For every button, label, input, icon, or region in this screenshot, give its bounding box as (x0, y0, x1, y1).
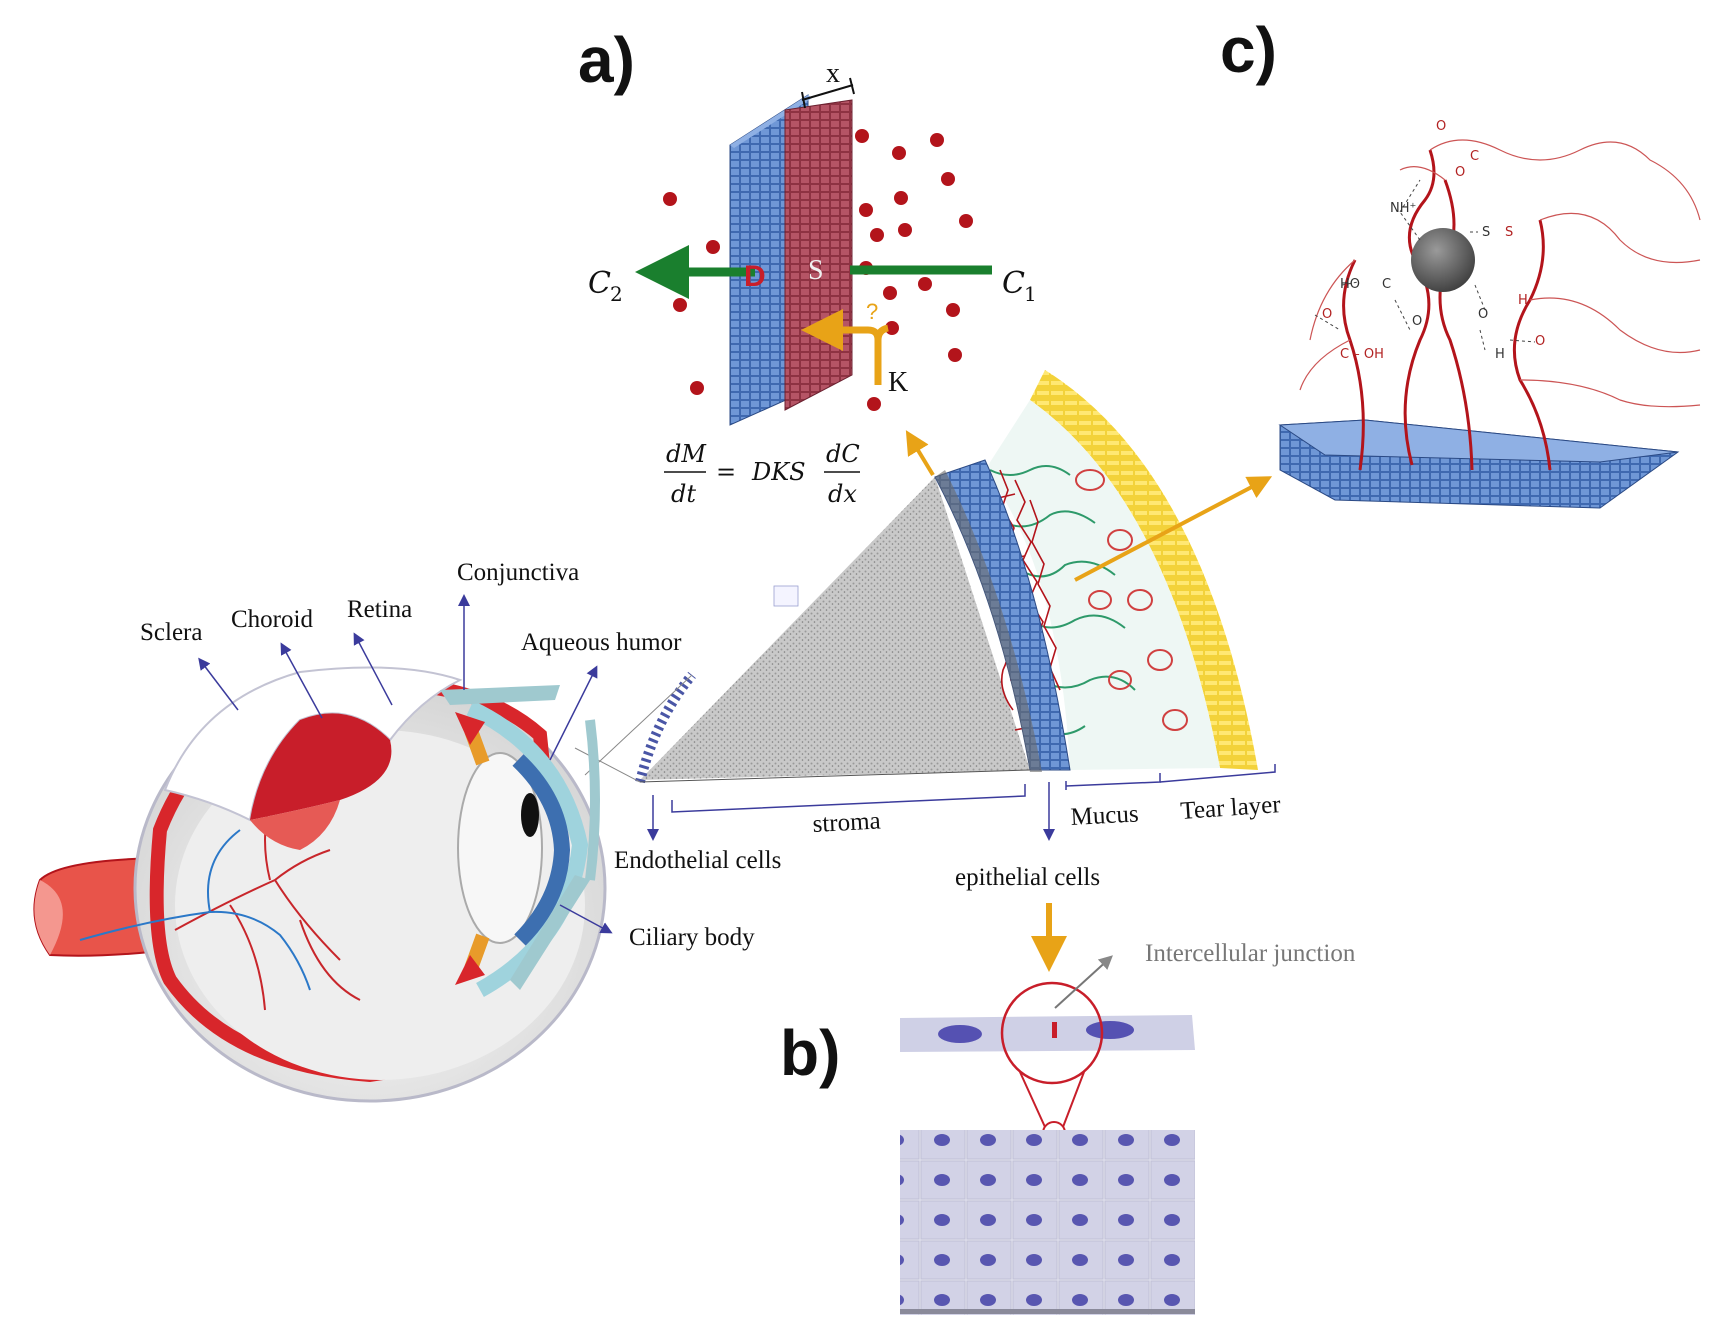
question-mark: ? (866, 299, 878, 324)
label-conjunctiva: Conjunctiva (457, 559, 579, 586)
eye-illustration (33, 666, 607, 1103)
label-sclera: Sclera (140, 619, 202, 646)
label-tear-layer: Tear layer (1180, 791, 1283, 825)
label-aqueous-humor: Aqueous humor (521, 629, 682, 656)
label-mucus: Mucus (1070, 800, 1139, 831)
label-ciliary-body: Ciliary body (629, 924, 755, 951)
svg-text:C: C (1002, 266, 1025, 301)
membrane-diagram: x D S ? K C 2 C 1 dM dt = DKS dC dx (588, 58, 1037, 508)
svg-text:2: 2 (610, 282, 623, 306)
chem-o-left: O (1322, 307, 1332, 322)
svg-text:=: = (716, 458, 736, 486)
chem-o-mid: O (1412, 314, 1422, 329)
panel-c-label: c) (1220, 14, 1277, 86)
cornea-brackets (671, 764, 1276, 813)
svg-text:1: 1 (1024, 282, 1037, 306)
chem-s1: S (1482, 225, 1490, 240)
svg-text:DKS: DKS (751, 458, 806, 486)
label-stroma: stroma (812, 807, 881, 838)
svg-text:dM: dM (666, 440, 707, 468)
label-intercellular-junction: Intercellular junction (1145, 940, 1356, 967)
stroma-region (640, 477, 1030, 780)
chem-o-r1: O (1478, 307, 1488, 322)
cornea-cross-section (574, 370, 1273, 784)
concentration-c2: C 2 (588, 266, 623, 306)
epithelial-cell-sheet (900, 1130, 1195, 1315)
chem-h1: H (1518, 293, 1528, 308)
label-choroid: Choroid (231, 606, 313, 633)
thickness-label: x (826, 58, 840, 89)
chem-s2: S (1505, 225, 1513, 240)
partition-coefficient-label: K (888, 367, 908, 398)
label-epithelial-cells: epithelial cells (955, 864, 1100, 891)
eye-label-arrows (198, 594, 1055, 934)
label-endothelial-cells: Endothelial cells (614, 847, 781, 874)
diffusion-coefficient-label: D (744, 260, 766, 293)
chem-c-top: C (1470, 149, 1479, 164)
epithelium-diagram (900, 903, 1195, 1315)
junction-zoom-circle (1000, 981, 1104, 1085)
chem-c-mid: C (1382, 277, 1391, 292)
nanoparticle-interaction: O C O NH⁺ S S HO C O O C – OH H O H O (1278, 119, 1701, 509)
chem-o-top2: O (1455, 165, 1465, 180)
svg-text:dC: dC (826, 440, 860, 468)
chem-nh: NH⁺ (1390, 201, 1416, 216)
fick-equation: dM dt = DKS dC dx (664, 440, 860, 508)
chem-h2: H (1495, 347, 1505, 362)
svg-text:dx: dx (828, 480, 857, 508)
panel-b-label: b) (780, 1017, 840, 1089)
concentration-c1: C 1 (1002, 266, 1037, 306)
panel-a-label: a) (578, 24, 635, 96)
chem-ho: HO (1340, 277, 1360, 292)
svg-text:C: C (588, 266, 611, 301)
svg-text:dt: dt (671, 480, 696, 508)
nanoparticle (1411, 228, 1475, 292)
tear-layer (1030, 370, 1258, 770)
particles (663, 129, 973, 411)
chem-o-r2: O (1535, 334, 1545, 349)
chem-cooh: C – OH (1340, 347, 1384, 362)
surface-area-label: S (808, 255, 824, 286)
chem-o-top1: O (1436, 119, 1446, 134)
label-retina: Retina (347, 596, 412, 623)
